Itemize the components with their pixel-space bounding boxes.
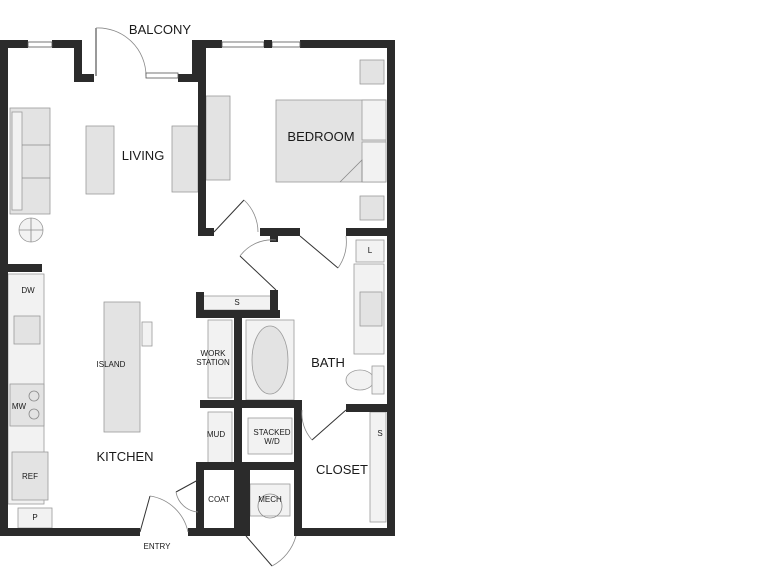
room-label-kitchen: KITCHEN xyxy=(96,449,153,464)
room-label-entry: ENTRY xyxy=(144,542,172,551)
label-closet-s: S xyxy=(377,429,382,438)
windows xyxy=(27,40,301,48)
kitchen-island xyxy=(103,301,153,433)
stacked-washer-dryer xyxy=(247,417,293,455)
label-pantry: P xyxy=(32,513,37,522)
mud-bench xyxy=(207,411,233,465)
label-mech: MECH xyxy=(258,495,282,504)
room-label-closet: CLOSET xyxy=(316,462,368,477)
label-shelf-s: S xyxy=(234,298,239,307)
label-microwave: MW xyxy=(12,402,27,411)
room-label-living: LIVING xyxy=(122,148,165,163)
mech-unit xyxy=(249,483,291,517)
walls xyxy=(0,40,395,536)
refrigerator xyxy=(11,451,49,501)
kitchen-sink xyxy=(13,315,41,345)
range xyxy=(9,383,45,427)
dresser xyxy=(205,95,231,181)
nightstand-top xyxy=(359,59,385,85)
work-station-desk xyxy=(207,319,233,399)
label-island: ISLAND xyxy=(97,360,126,369)
label-stacked-2: W/D xyxy=(264,437,280,446)
tv-console xyxy=(171,125,199,193)
nightstand-bottom xyxy=(359,195,385,221)
room-label-balcony: BALCONY xyxy=(129,22,191,37)
label-dishwasher: DW xyxy=(21,286,35,295)
room-label-bedroom: BEDROOM xyxy=(287,129,354,144)
bathtub xyxy=(245,319,295,401)
label-stacked-1: STACKED xyxy=(253,428,290,437)
water-heater xyxy=(257,493,283,519)
label-work-station-2: STATION xyxy=(196,358,230,367)
label-linen: L xyxy=(368,246,373,255)
doors xyxy=(95,27,347,567)
sofa xyxy=(9,107,51,215)
coffee-table xyxy=(85,125,115,195)
bed xyxy=(275,99,387,183)
label-refrigerator: REF xyxy=(22,472,38,481)
linen-cabinet xyxy=(355,239,385,263)
label-mud: MUD xyxy=(207,430,225,439)
room-label-bath: BATH xyxy=(311,355,345,370)
label-work-station-1: WORK xyxy=(201,349,227,358)
side-table xyxy=(18,217,44,243)
toilet xyxy=(345,365,385,395)
label-coat: COAT xyxy=(208,495,230,504)
vanity xyxy=(353,263,385,355)
